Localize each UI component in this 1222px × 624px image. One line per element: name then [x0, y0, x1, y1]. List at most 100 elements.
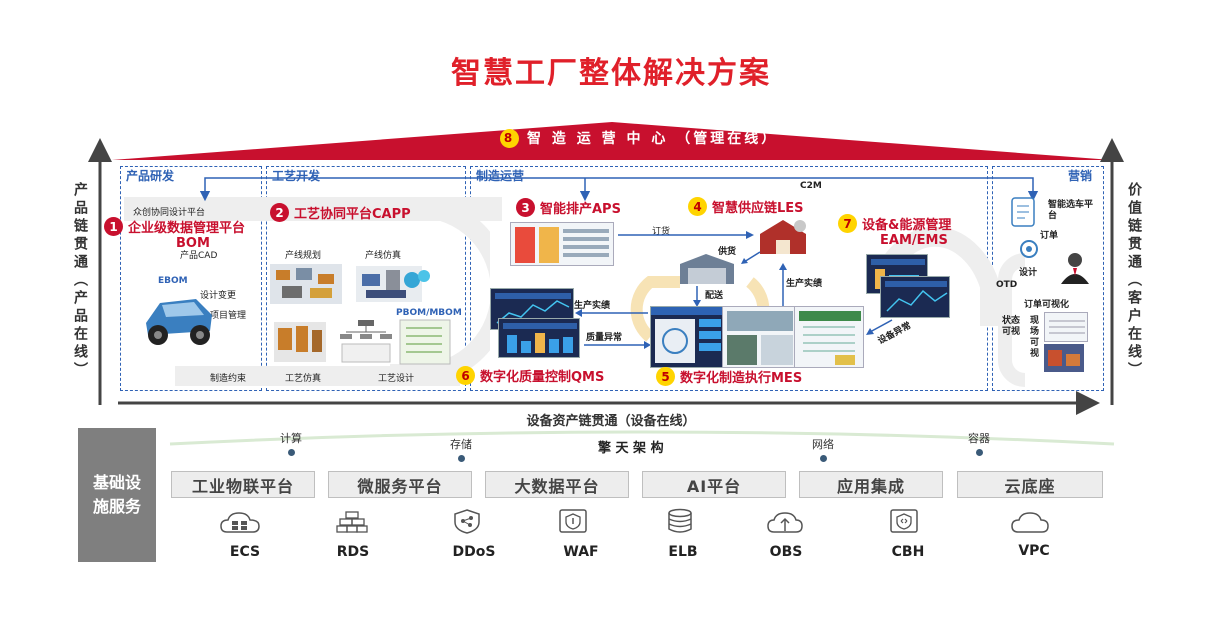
customer-avatar-icon: [1061, 253, 1089, 284]
platform-5-label: 数字化制造执行MES: [680, 371, 803, 386]
infra-top-network-label: 网络: [812, 438, 834, 451]
left-axis-label: 产品链贯通（产品在线）: [72, 182, 88, 380]
qingtian-arch-label: 擎 天 架 构: [598, 441, 664, 456]
supply-label: 供货: [718, 247, 737, 257]
platform-6-badge: 6: [456, 366, 475, 385]
infra-top-compute-label: 计算: [280, 432, 302, 445]
bom-label: BOM: [176, 236, 210, 251]
prod-report-right-label: 生产实绩: [786, 279, 823, 289]
order-flow-label: 订货: [652, 227, 671, 237]
sales-order-label: 订单: [1040, 231, 1059, 241]
platform-6: 6 数字化质量控制QMS: [456, 366, 604, 385]
eam-screen-2: [880, 276, 950, 318]
firewall-icon: [559, 509, 587, 533]
platform-iot[interactable]: 工业物联平台: [171, 471, 315, 498]
section-title-rd: 产品研发: [126, 169, 175, 183]
cad-label: 产品CAD: [180, 251, 218, 261]
flow-loop-left: [390, 198, 490, 384]
platform-3-label: 智能排产APS: [540, 202, 621, 217]
axis-arrows: [88, 138, 1124, 415]
infra-top-compute-dot: [287, 449, 295, 456]
aps-screenshot: [510, 222, 614, 266]
infra-arc: [169, 430, 1115, 446]
roof-banner: [112, 122, 1112, 160]
order-arrow: [618, 231, 754, 239]
c2m-flow-line: [199, 177, 1039, 202]
design-change-label: 设计变更: [200, 291, 237, 301]
line-sim-image: [356, 266, 430, 302]
platform-bigdata[interactable]: 大数据平台: [485, 471, 629, 498]
infra-top-storage-dot: [457, 455, 465, 462]
platform-7-badge: 7: [838, 214, 857, 233]
prod-report-left-arrow: [575, 309, 648, 317]
pbom-label: PBOM/MBOM: [396, 308, 462, 318]
svc-waf: WAF: [563, 544, 599, 560]
flow-band-bottom: [175, 366, 460, 386]
site-photo: [1044, 344, 1084, 372]
flow-loop-sales: [998, 253, 1026, 387]
line-plan-image: [270, 264, 342, 304]
section-process: [266, 166, 466, 391]
bastion-host-icon: [890, 509, 918, 533]
section-title-sales: 营销: [1068, 169, 1093, 183]
platform-1-label: 企业级数据管理平台: [128, 221, 246, 236]
site-vis-label: 现场可视: [1030, 316, 1040, 359]
platform-cloud-base[interactable]: 云底座: [957, 471, 1103, 498]
platform-5: 5 数字化制造执行MES: [656, 367, 802, 386]
design-gear-icon: [1020, 240, 1038, 258]
proc-design-label: 工艺设计: [378, 374, 415, 384]
smart-car-label: 智能选车平台: [1048, 200, 1094, 221]
platform-7-sub-text: EAM/EMS: [880, 233, 948, 248]
prod-report-left-label: 生产实绩: [574, 301, 611, 311]
c2m-label: C2M: [800, 181, 822, 191]
vehicle-model-image: [146, 299, 212, 345]
platform-7: 7 设备&能源管理: [838, 214, 951, 233]
bottom-axis-label: 设备资产链贯通（设备在线）: [526, 414, 696, 429]
delivery-label: 配送: [705, 291, 724, 301]
svc-cbh: CBH: [891, 544, 925, 560]
mes-screen-3: [794, 306, 864, 368]
platform-5-badge: 5: [656, 367, 675, 386]
platform-4: 4 智慧供应链LES: [688, 197, 804, 216]
infra-top-network-dot: [819, 455, 827, 462]
platform-1: 1 企业级数据管理平台: [104, 217, 245, 236]
svc-obs: OBS: [769, 544, 803, 560]
warehouse-icon: [680, 254, 734, 284]
order-vis-label: 订单可视化: [1024, 300, 1070, 310]
delivery-arrow: [693, 286, 701, 307]
sales-design-label: 设计: [1019, 268, 1038, 278]
platform-integration[interactable]: 应用集成: [799, 471, 943, 498]
proc-sim-image: [274, 322, 326, 362]
mes-screen-1: [650, 306, 724, 368]
prod-report-up-arrow: [779, 263, 787, 308]
platform-1-badge: 1: [104, 217, 123, 236]
right-axis-label: 价值链贯通（客户在线）: [1126, 182, 1142, 380]
ops-center-label: 8 智 造 运 营 中 心 （管理在线）: [500, 128, 778, 148]
platform-2-label: 工艺协同平台CAPP: [294, 207, 411, 222]
infra-top-storage-label: 存储: [450, 438, 472, 451]
infra-top-compute: 计算: [280, 430, 302, 456]
platform-ai[interactable]: AI平台: [642, 471, 786, 498]
line-sim-label: 产线仿真: [365, 251, 402, 261]
svc-ecs: ECS: [229, 544, 261, 560]
infra-top-container: 容器: [968, 430, 990, 456]
proc-design-image: [399, 319, 451, 365]
qms-dashboard-2: [498, 318, 580, 358]
roof-text: 智 造 运 营 中 心 （管理在线）: [527, 131, 779, 147]
section-title-process: 工艺开发: [272, 169, 321, 183]
mes-screen-2: [722, 306, 796, 368]
equip-issue-arrow: [866, 319, 893, 335]
pbom-tree-image: [340, 320, 392, 363]
bom-text: BOM: [176, 236, 210, 251]
svc-elb: ELB: [668, 544, 698, 560]
otd-label: OTD: [996, 280, 1018, 290]
section-rd: [120, 166, 262, 391]
infra-top-container-label: 容器: [968, 432, 990, 445]
platform-4-badge: 4: [688, 197, 707, 216]
project-mgmt-label: 项目管理: [210, 311, 247, 321]
platform-microservice[interactable]: 微服务平台: [328, 471, 472, 498]
mfg-constraint-label: 制造约束: [210, 374, 247, 384]
load-balancer-icon: [668, 508, 692, 533]
platform-2: 2 工艺协同平台CAPP: [270, 203, 411, 222]
order-vis-screen: [1044, 312, 1088, 342]
